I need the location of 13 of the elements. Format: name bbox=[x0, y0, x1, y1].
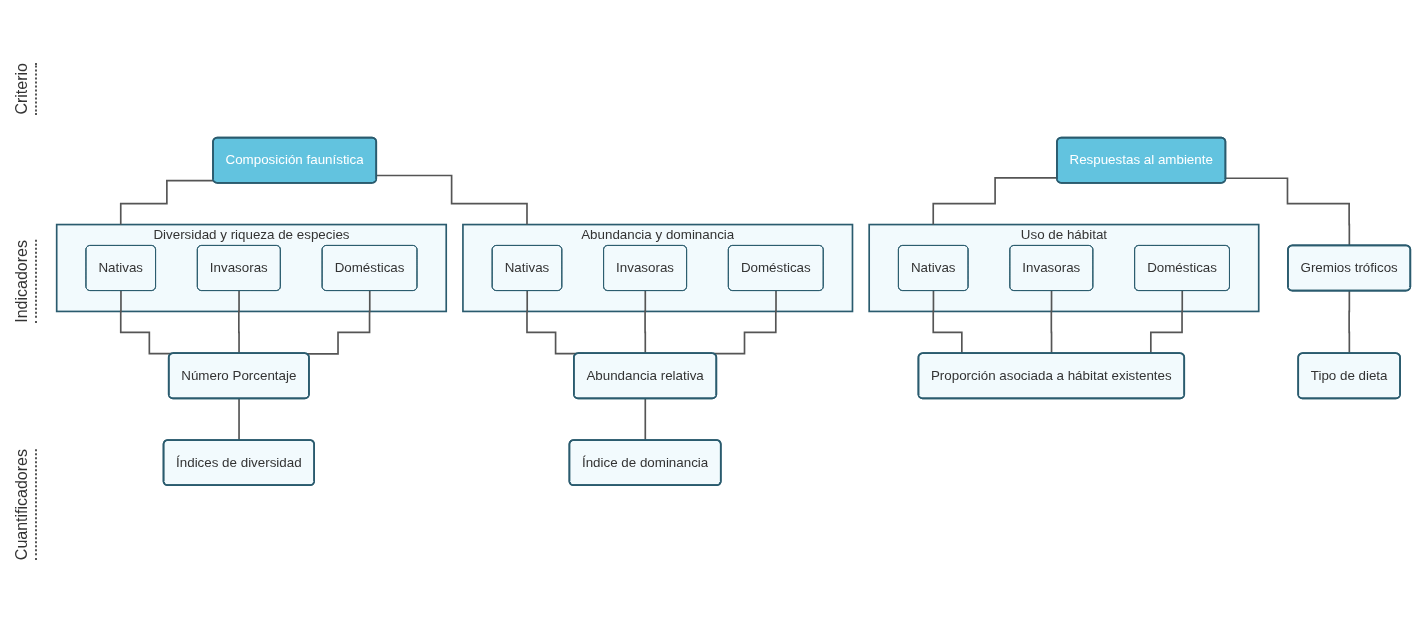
connector bbox=[932, 177, 1058, 226]
axis-label: Indicadores bbox=[13, 240, 37, 324]
axis-label: Cuantificadores bbox=[13, 448, 37, 561]
connector bbox=[1050, 290, 1053, 355]
connector bbox=[1225, 177, 1351, 247]
connector bbox=[119, 179, 214, 226]
connector bbox=[238, 397, 241, 442]
connector bbox=[644, 397, 647, 442]
connector bbox=[238, 290, 241, 355]
axis-label: Criterio bbox=[13, 62, 37, 115]
connector bbox=[1348, 290, 1351, 355]
connector bbox=[644, 290, 647, 355]
connector bbox=[712, 290, 778, 355]
